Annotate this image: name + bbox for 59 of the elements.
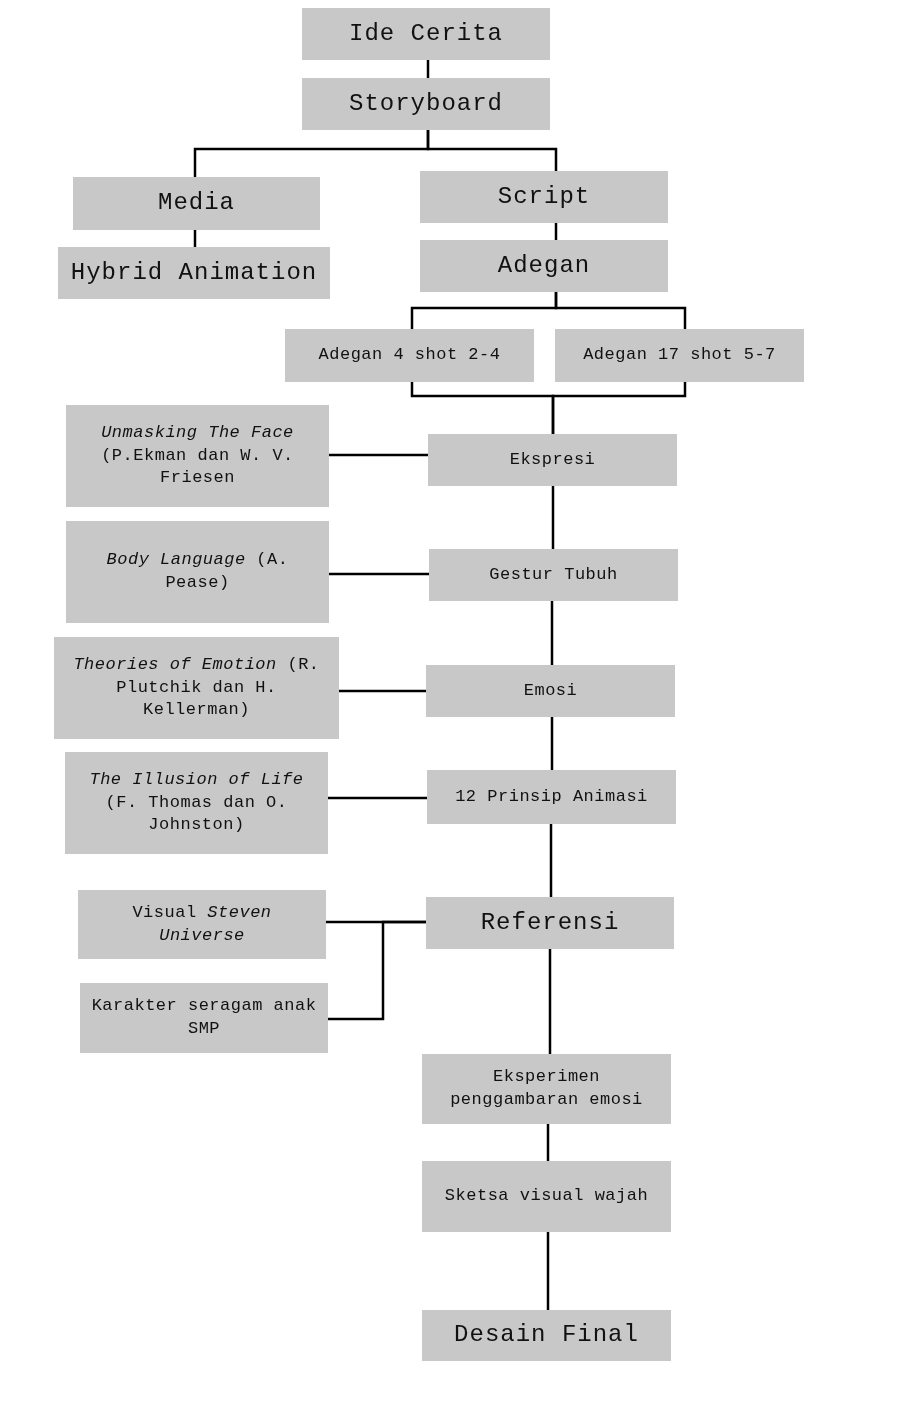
connector-line (426, 130, 558, 171)
process-box (66, 521, 329, 623)
process-box (420, 240, 668, 292)
box-label: Referensi (480, 907, 620, 938)
process-box (285, 329, 534, 382)
process-box (427, 770, 676, 824)
process-box (422, 1161, 671, 1232)
process-box (54, 637, 339, 739)
process-box (422, 1310, 671, 1361)
process-box (58, 247, 330, 299)
connector-line (546, 1124, 550, 1161)
process-box (78, 890, 326, 959)
connector-line (551, 382, 687, 434)
box-label: Script (497, 181, 591, 212)
process-box (429, 549, 678, 601)
process-box (428, 434, 677, 486)
connector-line (329, 453, 428, 457)
box-label: Visual Steven Universe (131, 901, 273, 947)
box-label: Adegan 17 shot 5-7 (583, 344, 776, 367)
box-label: 12 Prinsip Animasi (455, 785, 648, 808)
box-label: Theories of Emotion (R. Plutchik dan H. Kellerman) (72, 653, 321, 722)
connector-line (339, 689, 426, 693)
box-label: The Illusion of Life (F. Thomas dan O. Johnston) (88, 768, 305, 837)
box-label: Gestur Tubuh (489, 563, 618, 586)
box-label: Storyboard (349, 88, 503, 119)
process-box (66, 405, 329, 507)
box-label: Unmasking The Face (P.Ekman dan W. V. Friesen (100, 421, 295, 490)
connector-line (549, 824, 553, 897)
box-label: Media (158, 188, 235, 219)
box-label: Emosi (523, 679, 578, 702)
process-box (65, 752, 328, 854)
connector-line (554, 292, 687, 329)
process-box (73, 177, 320, 230)
box-label: Eksperimen penggambaran emosi (449, 1066, 644, 1111)
box-label: Ide Cerita (349, 18, 503, 49)
process-box (426, 665, 675, 717)
connector-line (548, 949, 552, 1054)
box-label: Body Language (A. Pease) (105, 549, 290, 594)
connector-line (328, 796, 427, 800)
process-box (426, 897, 674, 949)
connector-line (328, 920, 426, 1021)
box-label: Sketsa visual wajah (444, 1185, 649, 1208)
process-box (420, 171, 668, 223)
connector-line (546, 1232, 550, 1310)
connector-line (550, 717, 554, 770)
box-label: Adegan (497, 250, 591, 281)
box-label: Desain Final (454, 1320, 639, 1351)
box-label: Hybrid Animation (70, 257, 318, 288)
process-box (555, 329, 804, 382)
process-box (302, 8, 550, 60)
box-label: Adegan 4 shot 2-4 (318, 344, 501, 367)
connector-line (550, 601, 554, 665)
process-box (422, 1054, 671, 1124)
box-label: Ekspresi (509, 448, 596, 471)
box-label: Karakter seragam anak SMP (90, 995, 318, 1040)
process-box (80, 983, 328, 1053)
process-box (302, 78, 550, 130)
connector-line (551, 486, 555, 549)
connector-line (329, 572, 429, 576)
